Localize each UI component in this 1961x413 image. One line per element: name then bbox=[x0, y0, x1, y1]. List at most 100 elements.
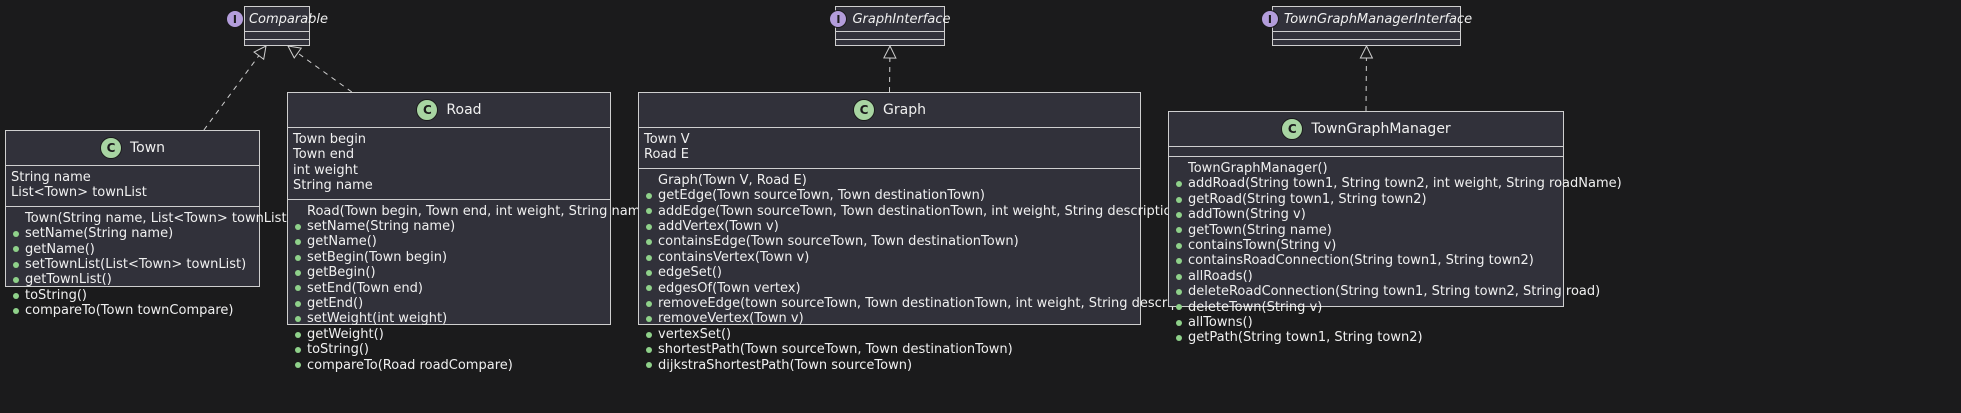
method-row: deleteTown(String v) bbox=[1174, 300, 1558, 315]
method-signature: containsVertex(Town v) bbox=[658, 249, 810, 265]
public-method-icon bbox=[13, 261, 19, 268]
attribute-row: String name bbox=[293, 178, 373, 194]
public-method-icon bbox=[1176, 335, 1182, 342]
method-row: addEdge(Town sourceTown, Town destinatio… bbox=[644, 204, 1185, 219]
public-method-icon bbox=[1176, 181, 1182, 188]
method-signature: setTownList(List<Town> townList) bbox=[25, 257, 247, 273]
method-signature: edgeSet() bbox=[658, 265, 722, 281]
town-graph-manager-class[interactable]: C TownGraphManager TownGraphManager()add… bbox=[1168, 111, 1622, 345]
method-row: shortestPath(Town sourceTown, Town desti… bbox=[644, 342, 1135, 357]
method-signature: removeEdge(town sourceTown, Town destina… bbox=[658, 296, 1210, 312]
method-row: getBegin() bbox=[293, 265, 605, 280]
method-row: removeEdge(town sourceTown, Town destina… bbox=[644, 296, 1209, 311]
method-row: getEnd() bbox=[293, 296, 605, 311]
method-signature: Graph(Town V, Road E) bbox=[658, 172, 807, 188]
method-signature: getEnd() bbox=[307, 296, 364, 312]
public-method-icon bbox=[646, 285, 652, 292]
method-row: setName(String name) bbox=[11, 226, 254, 241]
method-signature: addVertex(Town v) bbox=[658, 219, 779, 235]
attribute-row: List<Town> townList bbox=[11, 185, 147, 201]
method-row: setName(String name) bbox=[293, 219, 605, 234]
public-method-icon bbox=[295, 254, 301, 261]
class-name: TownGraphManager bbox=[1311, 121, 1451, 137]
method-signature: getBegin() bbox=[307, 265, 376, 281]
public-method-icon bbox=[646, 346, 652, 353]
attribute-row: Town V bbox=[644, 132, 690, 147]
public-method-icon bbox=[295, 300, 301, 307]
method-list: Town(String name, List<Town> townList)se… bbox=[6, 207, 292, 322]
public-method-icon bbox=[295, 331, 301, 338]
public-method-icon bbox=[1176, 258, 1182, 265]
class-icon: C bbox=[1281, 118, 1304, 140]
method-row: edgesOf(Town vertex) bbox=[644, 281, 1135, 296]
method-signature: setName(String name) bbox=[307, 219, 456, 235]
interface-name: GraphInterface bbox=[852, 11, 951, 27]
method-signature: shortestPath(Town sourceTown, Town desti… bbox=[658, 342, 1013, 358]
realization-arrowhead bbox=[253, 45, 267, 61]
attribute-row: int weight bbox=[293, 162, 358, 178]
method-list: Road(Town begin, Town end, int weight, S… bbox=[288, 200, 654, 376]
public-method-icon bbox=[1176, 211, 1182, 218]
method-row: getPath(String town1, String town2) bbox=[1174, 330, 1558, 345]
method-signature: getName() bbox=[25, 241, 95, 257]
method-row: getName() bbox=[293, 234, 605, 249]
interface-icon: I bbox=[225, 10, 244, 28]
public-method-icon bbox=[646, 239, 652, 246]
public-method-icon bbox=[1176, 242, 1182, 249]
method-signature: getName() bbox=[307, 234, 377, 250]
attribute-row: String name bbox=[11, 170, 91, 185]
attribute-row: Road E bbox=[644, 147, 689, 163]
graph-interface[interactable]: I GraphInterface bbox=[829, 6, 951, 46]
method-row: containsRoadConnection(String town1, Str… bbox=[1174, 253, 1558, 268]
public-method-icon bbox=[13, 307, 19, 314]
method-signature: Road(Town begin, Town end, int weight, S… bbox=[307, 203, 654, 219]
method-signature: getTown(String name) bbox=[1188, 222, 1332, 238]
method-signature: addTown(String v) bbox=[1188, 207, 1306, 223]
method-row: toString() bbox=[11, 288, 254, 303]
method-signature: edgesOf(Town vertex) bbox=[658, 280, 801, 296]
method-signature: getRoad(String town1, String town2) bbox=[1188, 191, 1427, 207]
method-signature: getEdge(Town sourceTown, Town destinatio… bbox=[658, 188, 985, 204]
class-icon: C bbox=[853, 99, 876, 121]
method-row: TownGraphManager() bbox=[1174, 161, 1558, 176]
method-signature: toString() bbox=[25, 287, 87, 303]
method-row: getTown(String name) bbox=[1174, 223, 1558, 238]
method-row: getEdge(Town sourceTown, Town destinatio… bbox=[644, 188, 1135, 203]
method-signature: addRoad(String town1, String town2, int … bbox=[1188, 176, 1622, 192]
method-row: Town(String name, List<Town> townList) bbox=[11, 211, 292, 226]
interface-name: TownGraphManagerInterface bbox=[1283, 11, 1473, 27]
method-signature: deleteTown(String v) bbox=[1188, 299, 1323, 315]
method-row: removeVertex(Town v) bbox=[644, 311, 1135, 326]
method-row: getWeight() bbox=[293, 327, 605, 342]
method-row: getName() bbox=[11, 242, 254, 257]
method-signature: vertexSet() bbox=[658, 326, 732, 342]
public-method-icon bbox=[646, 223, 652, 230]
method-signature: compareTo(Road roadCompare) bbox=[307, 357, 513, 373]
method-row: addVertex(Town v) bbox=[644, 219, 1135, 234]
public-method-icon bbox=[13, 277, 19, 284]
method-signature: setEnd(Town end) bbox=[307, 280, 423, 296]
method-row: allRoads() bbox=[1174, 269, 1558, 284]
method-signature: getTownList() bbox=[25, 272, 112, 288]
attribute-row: Town begin bbox=[293, 132, 367, 147]
town-graph-manager-interface[interactable]: I TownGraphManagerInterface bbox=[1260, 6, 1472, 46]
realization-arrowhead bbox=[287, 45, 303, 59]
method-signature: containsTown(String v) bbox=[1188, 238, 1337, 254]
public-method-icon bbox=[1176, 273, 1182, 280]
public-method-icon bbox=[646, 192, 652, 199]
interface-icon: I bbox=[1260, 10, 1279, 28]
public-method-icon bbox=[1176, 227, 1182, 234]
comparable-interface[interactable]: I Comparable bbox=[225, 6, 328, 46]
public-method-icon bbox=[295, 346, 301, 353]
class-name: Town bbox=[129, 140, 166, 156]
public-method-icon bbox=[646, 269, 652, 276]
method-row: setTownList(List<Town> townList) bbox=[11, 257, 254, 272]
method-row: dijkstraShortestPath(Town sourceTown) bbox=[644, 358, 1135, 373]
method-row: compareTo(Road roadCompare) bbox=[293, 358, 605, 373]
method-row: containsTown(String v) bbox=[1174, 238, 1558, 253]
method-signature: setBegin(Town begin) bbox=[307, 249, 448, 265]
